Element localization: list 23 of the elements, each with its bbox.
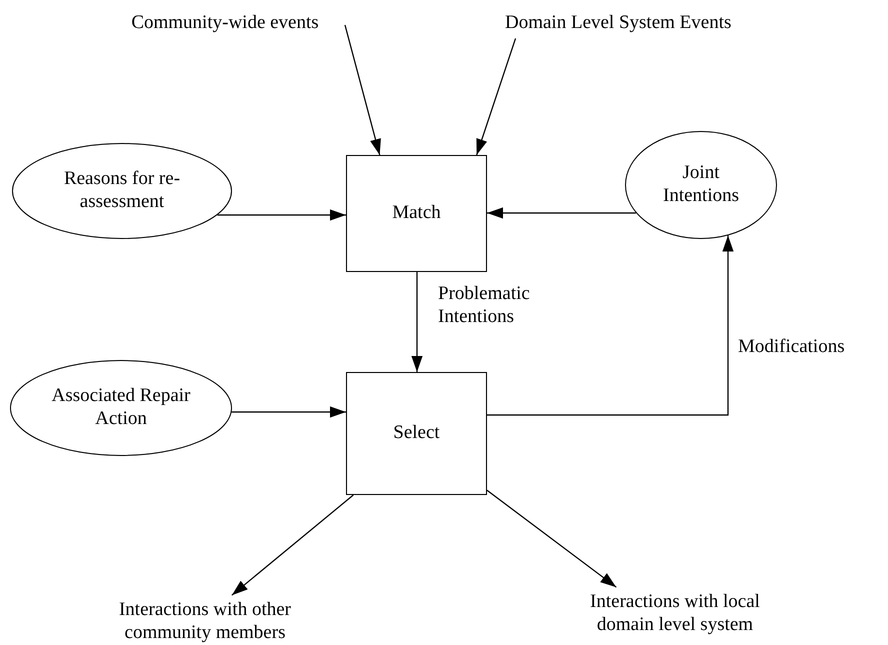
flow-label: Interactions with local domain level system [555, 590, 795, 638]
flow-label: Interactions with other community members [60, 598, 350, 645]
flow-label: Community-wide events [80, 8, 370, 38]
arrow [487, 207, 636, 219]
arrow [217, 209, 346, 221]
process-box [346, 155, 487, 272]
arrow [232, 494, 354, 596]
arrow [344, 24, 381, 156]
input-ellipse [10, 360, 232, 456]
arrow [411, 272, 423, 372]
node-label: Joint Intentions [662, 162, 740, 208]
node-label: Reasons for re-assessment [62, 168, 182, 214]
flow-label: Domain Level System Events [505, 8, 845, 38]
input-ellipse [12, 143, 232, 239]
arrow [486, 490, 617, 588]
arrow [487, 235, 734, 416]
arrow [232, 406, 346, 418]
node-label: Match [392, 202, 441, 225]
arrow [476, 38, 516, 156]
input-ellipse [625, 131, 777, 239]
process-box [346, 372, 487, 495]
node-label: Associated Repair Action [50, 385, 192, 431]
node-label: Select [393, 422, 440, 445]
